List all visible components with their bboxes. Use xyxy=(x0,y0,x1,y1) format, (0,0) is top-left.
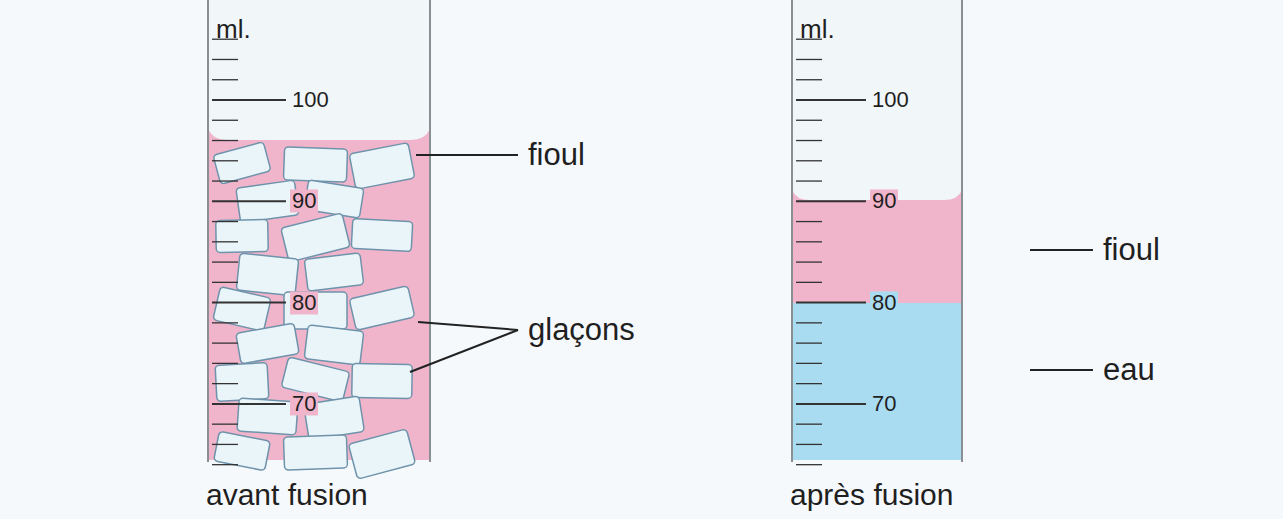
tick-mark xyxy=(796,99,866,101)
unit-label: ml. xyxy=(798,16,837,43)
part-label: eau xyxy=(1101,354,1157,387)
tick-mark xyxy=(796,180,822,181)
tick-mark xyxy=(796,79,822,80)
tick-mark xyxy=(796,221,822,222)
scale-number: 100 xyxy=(870,88,911,111)
tick-mark xyxy=(212,59,238,60)
ice-cube xyxy=(304,325,364,366)
leader-lines xyxy=(410,155,1093,372)
tick-mark xyxy=(796,383,822,384)
fuel-liquid xyxy=(208,128,430,460)
scale-number: 70 xyxy=(290,392,318,415)
leader-line xyxy=(1030,369,1093,371)
part-label: fioul xyxy=(1101,234,1162,267)
tick-mark xyxy=(796,140,822,141)
ice-cube xyxy=(213,287,271,332)
ice-cube xyxy=(351,218,412,251)
leader-line xyxy=(410,330,518,372)
tick-mark xyxy=(796,403,866,405)
caption-label: après fusion xyxy=(788,479,955,511)
ice-cube xyxy=(283,435,347,470)
ice-cube xyxy=(284,292,347,329)
part-label: glaçons xyxy=(526,314,637,347)
ice-cube xyxy=(349,143,415,190)
tick-mark xyxy=(796,464,822,465)
tick-mark xyxy=(796,282,822,283)
tick-mark xyxy=(212,261,238,262)
ice-cube xyxy=(283,147,347,182)
tick-mark xyxy=(212,444,238,445)
ice-cube xyxy=(215,363,269,402)
cylinder-interior xyxy=(792,0,962,460)
scale-number: 70 xyxy=(870,392,898,415)
cylinder-interior xyxy=(208,0,430,460)
tick-mark xyxy=(796,241,822,242)
ice-cube xyxy=(216,220,269,253)
scale-number: 80 xyxy=(870,291,898,314)
cylinder-wall xyxy=(429,0,431,462)
tick-mark xyxy=(212,120,238,121)
cylinder-wall xyxy=(791,0,793,462)
leader-line xyxy=(416,154,518,156)
tick-mark xyxy=(796,342,822,343)
tick-mark xyxy=(212,140,238,141)
tick-mark xyxy=(212,383,238,384)
tick-mark xyxy=(212,342,238,343)
tick-mark xyxy=(796,322,822,323)
scale-number: 90 xyxy=(290,190,318,213)
ice-cube xyxy=(304,253,363,292)
tick-mark xyxy=(212,160,238,161)
tick-mark xyxy=(212,282,238,283)
tick-mark xyxy=(796,160,822,161)
tick-mark xyxy=(212,200,286,202)
tick-mark xyxy=(796,261,822,262)
cylinder-wall xyxy=(207,0,209,462)
graduation-ticks xyxy=(212,39,286,464)
ice-cube xyxy=(352,363,413,398)
tick-mark xyxy=(796,363,822,364)
cylinder-wall xyxy=(961,0,963,462)
part-label: fioul xyxy=(526,139,587,172)
tick-mark xyxy=(212,403,286,405)
tick-mark xyxy=(212,363,238,364)
tick-mark xyxy=(212,79,238,80)
ice-cube xyxy=(213,142,271,184)
tick-mark xyxy=(212,424,238,425)
scale-number: 100 xyxy=(290,88,331,111)
tick-mark xyxy=(212,241,238,242)
tick-mark xyxy=(796,59,822,60)
fuel-liquid xyxy=(792,190,962,303)
tick-mark xyxy=(796,302,866,304)
graduation-ticks xyxy=(796,39,866,464)
tick-mark xyxy=(796,424,822,425)
tick-mark xyxy=(212,302,286,304)
tick-mark xyxy=(212,322,238,323)
tick-mark xyxy=(212,221,238,222)
tick-mark xyxy=(796,444,822,445)
unit-label: ml. xyxy=(214,16,253,43)
leader-line xyxy=(418,322,518,330)
scale-number: 80 xyxy=(290,291,318,314)
leader-line xyxy=(1030,249,1093,251)
tick-mark xyxy=(212,180,238,181)
tick-mark xyxy=(796,200,866,202)
tick-mark xyxy=(212,464,238,465)
tick-mark xyxy=(212,99,286,101)
tick-mark xyxy=(796,120,822,121)
ice-cube xyxy=(348,429,415,479)
ice-cubes xyxy=(213,142,416,479)
water-liquid xyxy=(792,303,962,460)
ice-cube xyxy=(236,253,299,296)
caption-label: avant fusion xyxy=(204,479,370,511)
ice-cube xyxy=(349,286,415,331)
scale-number: 90 xyxy=(870,190,898,213)
